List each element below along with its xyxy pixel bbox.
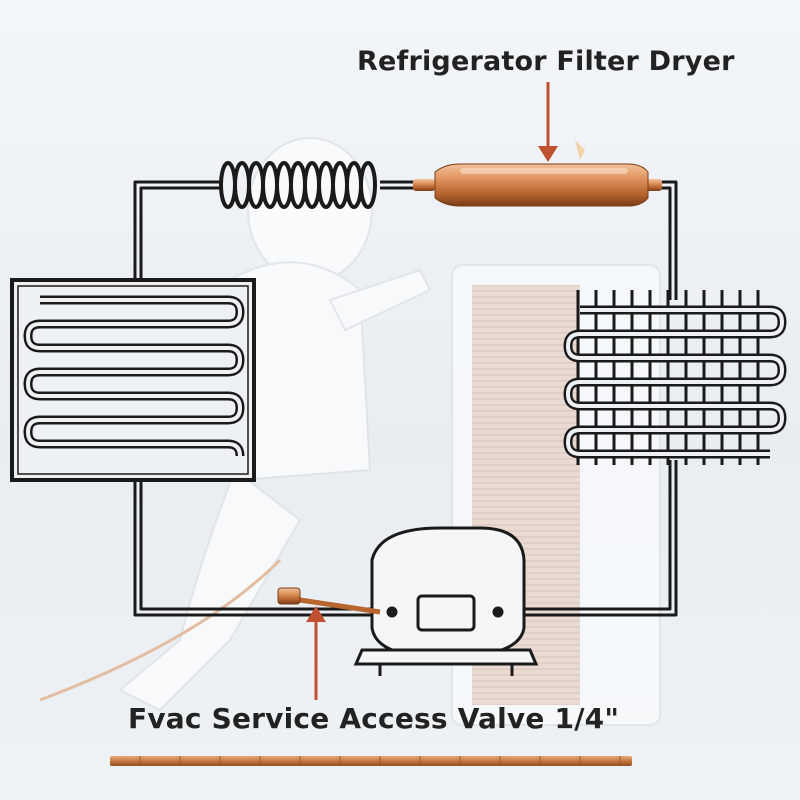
condenser	[563, 290, 787, 465]
filter-dryer	[413, 163, 662, 207]
capillary-coil	[219, 161, 377, 209]
compressor	[353, 526, 539, 676]
hose	[39, 558, 282, 702]
technician-silhouette	[118, 137, 432, 712]
tube-left-lower-inner	[139, 480, 380, 611]
valve-arrow	[306, 606, 326, 700]
service-valve-label: Fvac Service Access Valve 1/4"	[128, 702, 620, 735]
tube-top-left-inner	[139, 186, 220, 285]
tube-right-lower	[520, 460, 678, 617]
torch-flame	[575, 140, 585, 160]
tube-left-lower	[133, 480, 380, 617]
service-access-valve	[277, 587, 381, 615]
tube-top-left	[133, 180, 220, 285]
refrigerant-circuit	[133, 180, 678, 617]
filter-dryer-label: Refrigerator Filter Dryer	[357, 46, 735, 77]
tube-right-upper	[658, 180, 678, 300]
dryer-arrow	[538, 82, 558, 162]
copper-tube-strip	[110, 756, 632, 766]
evaporator	[10, 278, 256, 482]
tube-right-lower-inner	[520, 460, 672, 611]
